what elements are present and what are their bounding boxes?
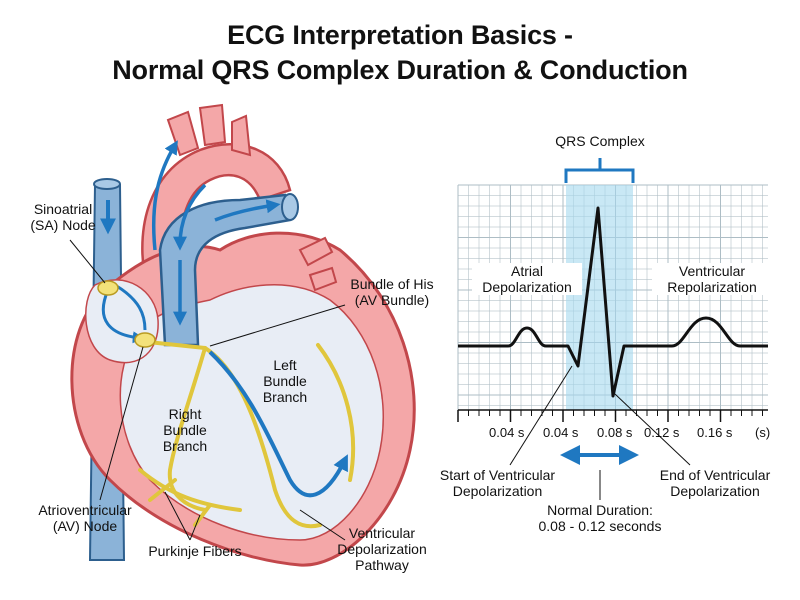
ecg-panel <box>457 158 768 500</box>
heart-illustration <box>69 103 416 567</box>
page-title-line-1: ECG Interpretation Basics - <box>227 20 573 50</box>
pulmonary-artery <box>158 193 292 347</box>
ecg-leader-lines <box>509 365 691 500</box>
tick-label: 0.16 s <box>697 425 733 440</box>
flow-arrow-aorta-up <box>151 140 178 251</box>
leader-lines <box>69 239 346 541</box>
ecg-grid <box>457 184 768 410</box>
right-bundle-path <box>167 346 207 512</box>
tick-label-unit: (s) <box>755 425 771 440</box>
internodal-pathway <box>101 289 145 344</box>
pulmonary-artery-end <box>281 193 299 221</box>
page-title-line-2: Normal QRS Complex Duration & Conduction <box>112 55 688 85</box>
pulmonary-vein-2 <box>308 266 338 292</box>
purkinje-lower <box>138 468 242 512</box>
internodal-pathway-2 <box>114 283 147 331</box>
label-atrial-depolarization: Atrial Depolarization <box>472 263 582 295</box>
label-start-ventricular-depolarization: Start of Ventricular Depolarization <box>439 467 556 499</box>
label-ventricular-repolarization: Ventricular Repolarization <box>652 263 772 295</box>
aortic-branch-3 <box>231 114 252 157</box>
av-node <box>134 332 156 348</box>
label-purkinje-fibers: Purkinje Fibers <box>148 543 242 559</box>
label-bundle-of-his: Bundle of His (AV Bundle) <box>350 276 434 308</box>
depolarization-pathway <box>208 350 348 498</box>
his-bundle <box>146 340 207 350</box>
label-normal-duration: Normal Duration: 0.08 - 0.12 seconds <box>538 502 662 534</box>
purkinje-branch-a <box>148 478 177 502</box>
time-axis-ticks <box>457 410 763 422</box>
label-left-bundle-branch: Left Bundle Branch <box>262 357 308 405</box>
label-end-ventricular-depolarization: End of Ventricular Depolarization <box>659 467 771 499</box>
tick-label: 0.04 s <box>543 425 579 440</box>
label-sa-node: Sinoatrial (SA) Node <box>30 201 96 233</box>
aortic-branch-1 <box>166 110 200 157</box>
ecg-waveform <box>458 206 768 398</box>
label-right-bundle-branch: Right Bundle Branch <box>162 406 208 454</box>
tick-label: 0.04 s <box>489 425 525 440</box>
label-qrs-complex: QRS Complex <box>555 133 645 149</box>
tick-label: 0.12 s <box>644 425 680 440</box>
label-ventricular-depolarization-pathway: Ventricular Depolarization Pathway <box>337 525 427 573</box>
aortic-branch-2 <box>198 103 227 147</box>
sa-node <box>97 280 119 296</box>
qrs-bracket <box>564 158 635 183</box>
vena-cava-top <box>93 178 121 190</box>
label-av-node: Atrioventricular (AV) Node <box>38 502 132 534</box>
flow-arrow-pulmonary <box>214 199 281 222</box>
flow-arrow-aorta-down <box>173 183 207 251</box>
pulmonary-vein-1 <box>298 236 334 267</box>
tick-label: 0.08 s <box>597 425 633 440</box>
purkinje-right-wall <box>316 343 356 482</box>
